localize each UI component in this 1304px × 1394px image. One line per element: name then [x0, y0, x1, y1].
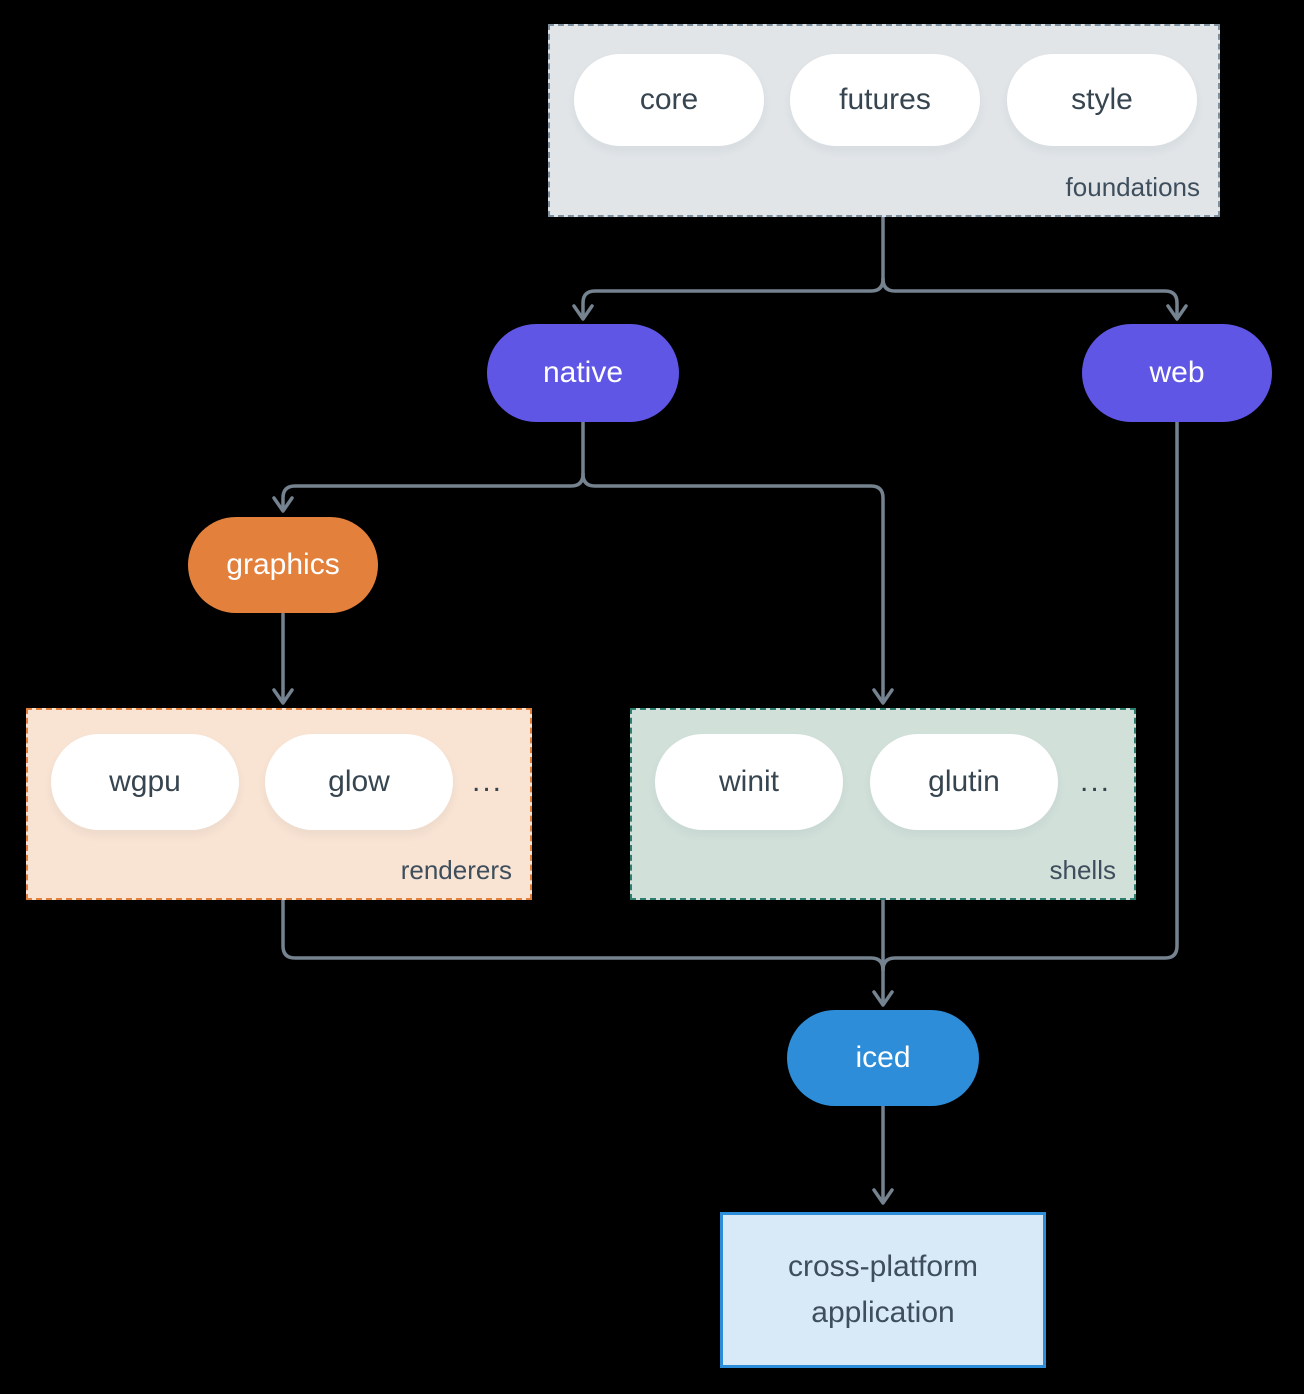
node-web: web [1082, 324, 1272, 422]
node-cross-platform-application: cross-platform application [720, 1212, 1046, 1368]
node-glow: glow [265, 734, 453, 830]
arrowhead-graphics [272, 496, 294, 513]
arrowhead-web [1166, 304, 1188, 321]
node-wgpu: wgpu [51, 734, 239, 830]
node-graphics: graphics [188, 517, 378, 613]
node-native: native [487, 324, 679, 422]
arrowhead-shells [872, 688, 894, 705]
node-glutin: glutin [870, 734, 1058, 830]
arrowhead-renderers [272, 688, 294, 705]
renderers-label: renderers [400, 855, 512, 885]
foundations-label: foundations [1065, 172, 1200, 202]
node-core: core [574, 54, 764, 146]
connector-native-to-graphics [281, 472, 585, 511]
group-renderers: wgpu glow ... renderers [26, 708, 532, 900]
node-style: style [1007, 54, 1197, 146]
arrowhead-iced [872, 990, 894, 1007]
app-label-line1: cross-platform [787, 1249, 979, 1283]
shells-label: shells [1049, 855, 1116, 885]
connector-foundations-to-native [581, 277, 885, 319]
shells-ellipsis: ... [1080, 765, 1112, 798]
node-futures: futures [790, 54, 980, 146]
connector-native-to-shells [581, 472, 885, 703]
node-iced: iced [787, 1010, 979, 1106]
node-winit: winit [655, 734, 843, 830]
group-shells: winit glutin ... shells [630, 708, 1136, 900]
connector-renderers-to-iced [281, 898, 885, 972]
arrowhead-native [572, 304, 594, 321]
arrowhead-app [872, 1188, 894, 1205]
group-foundations: core futures style foundations [548, 24, 1220, 217]
renderers-ellipsis: ... [472, 765, 504, 798]
app-label-line2: application [811, 1296, 955, 1329]
connector-foundations-to-web [881, 277, 1179, 319]
